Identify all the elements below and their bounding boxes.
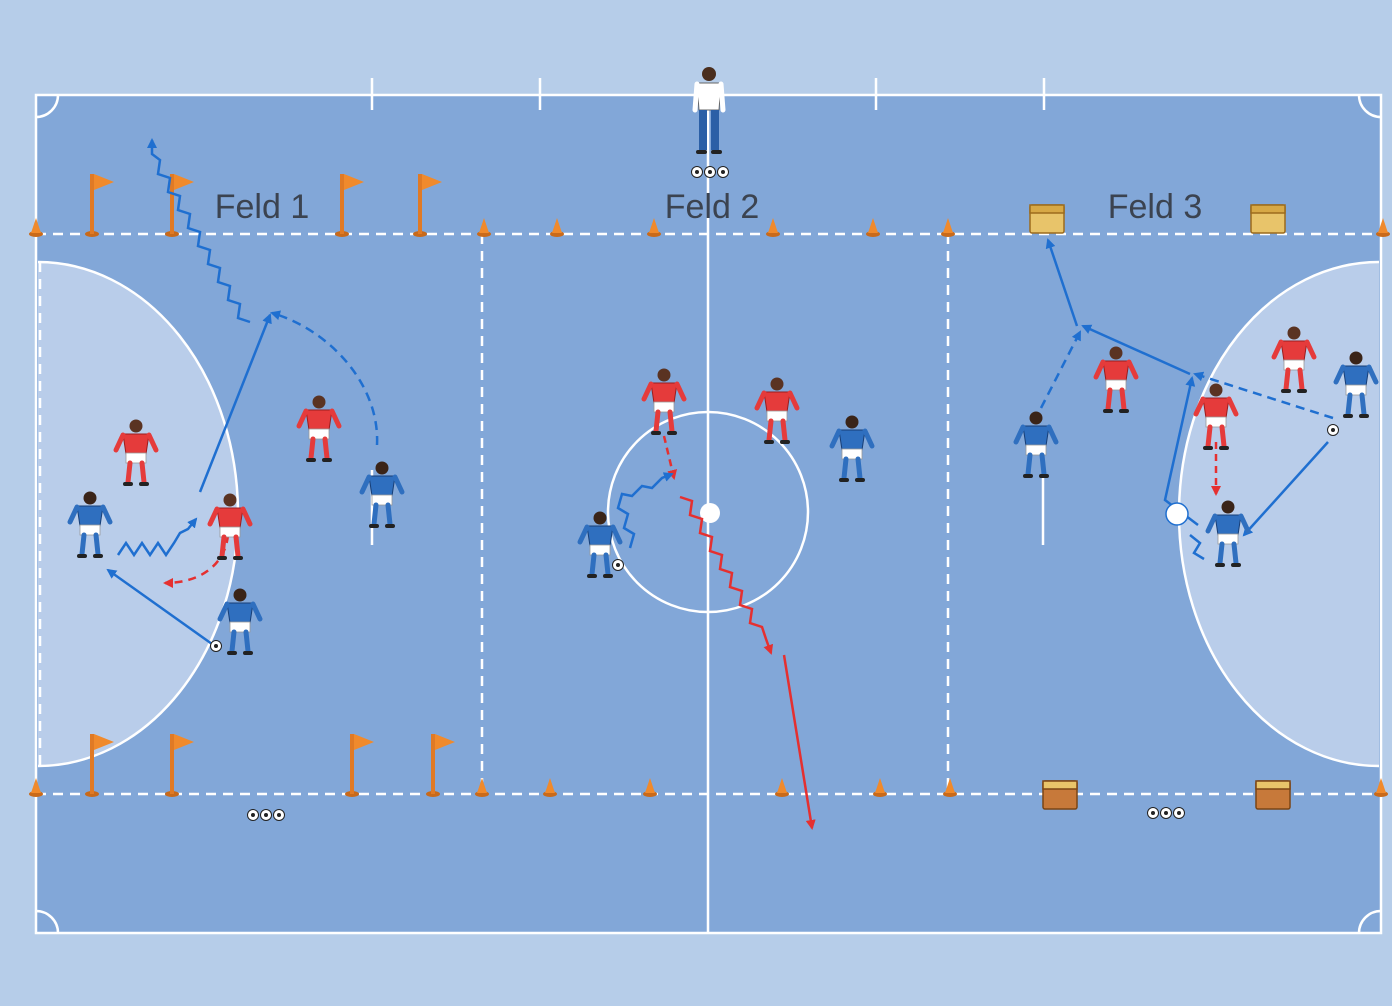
mini-goal-box-icon bbox=[1030, 205, 1064, 233]
ball-stack-icon bbox=[1148, 808, 1185, 819]
field-label-2: Feld 2 bbox=[665, 188, 760, 226]
ball-icon bbox=[1328, 425, 1339, 436]
field-label-1: Feld 1 bbox=[215, 188, 310, 226]
mini-goal-box-icon bbox=[1251, 205, 1285, 233]
ball-icon bbox=[211, 641, 222, 652]
mini-goal-box-icon bbox=[1256, 781, 1290, 809]
ball-stack-icon bbox=[248, 810, 285, 821]
ball-icon bbox=[613, 560, 624, 571]
ball-stack-icon bbox=[692, 167, 729, 178]
mini-goal-box-icon bbox=[1043, 781, 1077, 809]
field-label-3: Feld 3 bbox=[1108, 188, 1203, 226]
